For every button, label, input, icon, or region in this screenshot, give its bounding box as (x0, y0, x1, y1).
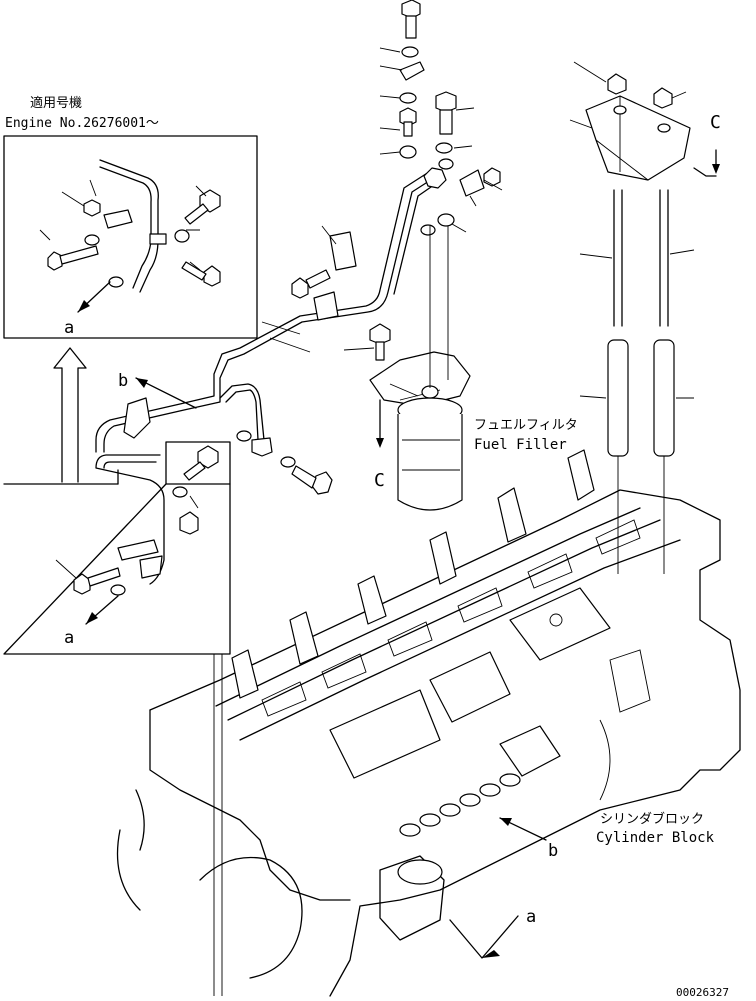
top-fasteners (291, 0, 503, 361)
nut-icon (653, 87, 673, 109)
bolt-icon (291, 269, 331, 299)
bolt-icon (184, 189, 221, 225)
washer-icon (236, 430, 252, 442)
nut-icon (607, 73, 627, 95)
cylinder-block-label-jp: シリンダブロック (600, 811, 704, 827)
fuel-filter-label-jp: フュエルフィルタ (474, 418, 578, 433)
bolt-icon (435, 91, 457, 135)
injector-row (399, 725, 561, 837)
nut-icon (83, 199, 101, 217)
callout-b-engine: b (548, 841, 558, 861)
washer-icon (172, 486, 188, 498)
bolt-icon (183, 445, 219, 481)
bolt-icon (181, 261, 221, 287)
pipe-clamp (313, 291, 339, 321)
nut-icon (483, 167, 501, 187)
clamp-lower (117, 539, 159, 561)
eye-fitting (423, 167, 447, 189)
washer-icon (435, 142, 453, 154)
cylinder-block-label-en: Cylinder Block (596, 830, 715, 846)
fuel-filter: フュエルフィルタ Fuel Filler C (369, 226, 578, 511)
lower-detail-box: a (3, 441, 231, 655)
washer-icon (420, 224, 436, 236)
pipe-clamp (123, 397, 151, 439)
upper-detail-box: a (3, 135, 258, 339)
washer-icon (399, 145, 417, 159)
bracket-small (459, 169, 485, 197)
bolt-icon (401, 0, 421, 39)
clamp-block-lower (139, 555, 163, 579)
pipe-clamp (329, 231, 357, 271)
nut-icon (179, 511, 199, 535)
bolt-icon (47, 245, 99, 271)
bolt-icon (291, 465, 333, 495)
washer-icon (399, 92, 417, 104)
access-plate (329, 689, 441, 779)
bolt-icon (369, 323, 391, 361)
callout-c-bracket: C (710, 112, 721, 133)
spacer-tube (607, 339, 629, 457)
up-arrow-icon (53, 347, 87, 483)
callout-a-lower: a (64, 628, 74, 648)
clamp-block-upper (149, 233, 167, 245)
cylinder-block (116, 449, 741, 997)
washer-icon (84, 234, 100, 246)
callout-a-engine: a (526, 907, 536, 927)
washer-icon (438, 158, 454, 170)
clamp-upper (103, 209, 133, 229)
figure-id: 00026327 (676, 986, 729, 999)
washer-icon (174, 229, 190, 243)
clip-icon (399, 61, 425, 81)
applicability-heading: 適用号機 (30, 95, 82, 111)
eye-fitting (251, 437, 273, 457)
callout-c-filter: C (374, 470, 385, 491)
bolt-icon (73, 567, 121, 595)
callout-a-upper: a (64, 318, 74, 338)
filter-bracket-assembly: C (569, 61, 721, 574)
callout-b-top: b (118, 371, 128, 391)
washer-icon (108, 276, 124, 288)
fuel-pipe-assembly (95, 167, 447, 457)
washer-icon (401, 46, 419, 58)
access-plate (429, 651, 511, 723)
filter-bracket (585, 95, 691, 181)
washer-icon (110, 584, 126, 596)
spacer-tube (653, 339, 675, 457)
washer-icon (437, 213, 455, 227)
fuel-filter-label-en: Fuel Filler (474, 437, 567, 453)
bolt-icon (399, 107, 417, 137)
washer-icon (280, 456, 296, 468)
engine-number-label: Engine No.26276001～ (5, 116, 159, 131)
